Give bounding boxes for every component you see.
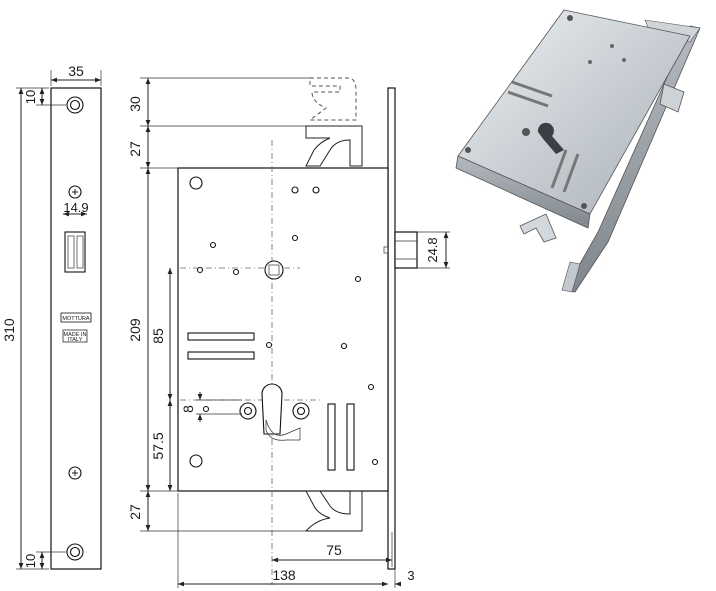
cylinder-opening xyxy=(261,383,283,435)
faceplate-edge xyxy=(387,87,396,570)
latch-upper xyxy=(305,125,363,167)
faceplate-view: MOTTURA MADE IN ITALY 35 310 10 10 14.9 xyxy=(1,63,102,570)
dim-faceplate-length: 310 xyxy=(1,318,17,342)
dim-follower-cylinder: 85 xyxy=(150,328,166,344)
faceplate xyxy=(50,87,102,570)
origin-line-2: ITALY xyxy=(68,337,83,343)
dim-bottom-offset: 10 xyxy=(23,554,38,568)
dim-faceplate-width: 35 xyxy=(68,63,84,79)
slot-lower xyxy=(187,351,255,360)
dim-bolt-height: 24.8 xyxy=(425,237,440,262)
deadbolt xyxy=(394,231,418,269)
origin-plate xyxy=(62,329,88,343)
dim-backset: 75 xyxy=(326,542,342,558)
latch-upper-dashed xyxy=(308,77,357,121)
slot-vertical-1 xyxy=(327,403,336,471)
brand-text: MOTTURA xyxy=(62,316,90,322)
dim-top-clearance: 30 xyxy=(127,96,143,112)
dim-latch-lower: 27 xyxy=(127,504,143,520)
dim-screw-spacing: 14.9 xyxy=(63,200,88,215)
dim-small-offset: 8 xyxy=(180,405,196,413)
dim-latch-upper: 27 xyxy=(127,141,143,157)
faceplate-latch-opening xyxy=(64,231,86,273)
lock-product-illustration xyxy=(455,9,701,293)
origin-line-1: MADE IN xyxy=(64,332,87,338)
latch-lower xyxy=(304,490,363,532)
dim-case-height: 209 xyxy=(127,318,143,342)
case-hole-bottom-left xyxy=(189,454,203,468)
follower-hub xyxy=(264,260,284,280)
slot-upper xyxy=(187,332,255,341)
side-view: 30 27 209 27 85 57.5 8 75 138 xyxy=(127,77,450,588)
dim-cylinder-bottom: 57.5 xyxy=(150,432,166,459)
slot-vertical-2 xyxy=(346,403,355,471)
brand-plate xyxy=(60,312,92,323)
dim-case-depth: 138 xyxy=(272,567,296,583)
case-hole-top-left xyxy=(189,176,203,190)
lock-case xyxy=(177,167,389,492)
dim-top-offset: 10 xyxy=(23,90,38,104)
dim-faceplate-thickness: 3 xyxy=(407,568,414,583)
